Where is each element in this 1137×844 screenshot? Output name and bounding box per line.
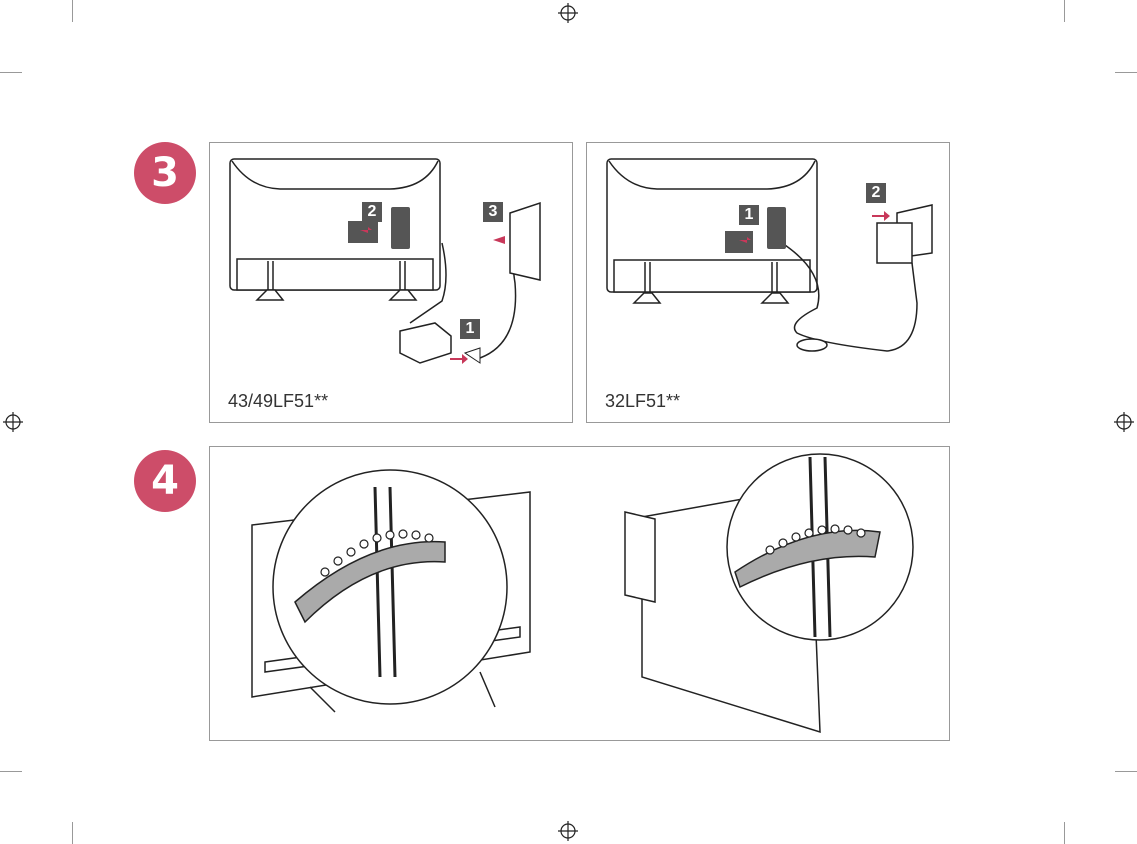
- tv-power-connection-illustration: [606, 158, 933, 352]
- tv-power-connection-illustration: [229, 158, 541, 364]
- crop-mark: [1115, 72, 1137, 73]
- panel-cable-management: [209, 446, 950, 741]
- badge-step-2: 2: [362, 202, 382, 222]
- model-label: 32LF51**: [605, 391, 681, 411]
- step-3-circle: 3: [134, 142, 196, 204]
- crop-mark: [0, 72, 22, 73]
- crop-mark: [72, 0, 73, 22]
- badge-step-2: 2: [866, 183, 886, 203]
- crop-mark: [1064, 0, 1065, 22]
- badge-step-3: 3: [483, 202, 503, 222]
- crop-mark: [72, 822, 73, 844]
- model-label: 43/49LF51**: [228, 391, 329, 411]
- cable-holder-illustration: [251, 453, 914, 734]
- panel-43-49lf51: 2 3 1 43/49LF51**: [209, 142, 573, 423]
- crop-mark: [1064, 822, 1065, 844]
- panel-32lf51: 1 2 32LF51**: [586, 142, 950, 423]
- crop-mark: [0, 771, 22, 772]
- badge-step-1: 1: [739, 205, 759, 225]
- badge-step-1: 1: [460, 319, 480, 339]
- crop-mark: [1115, 771, 1137, 772]
- step-4-circle: 4: [134, 450, 196, 512]
